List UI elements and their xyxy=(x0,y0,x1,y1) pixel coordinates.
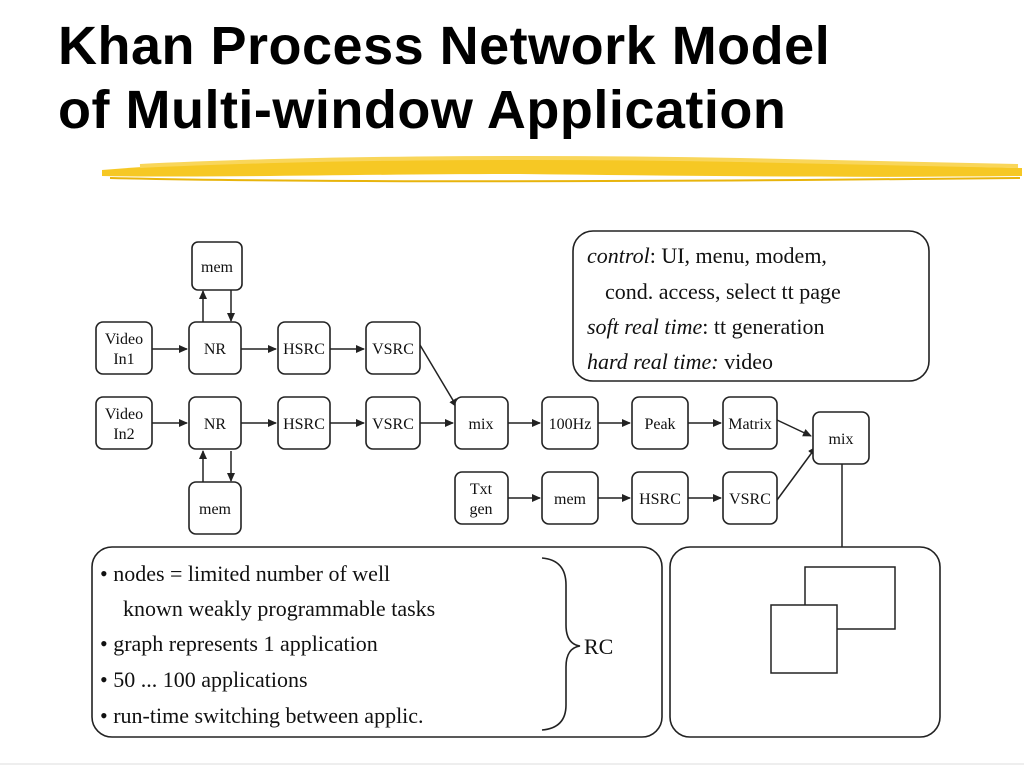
svg-text:Txt: Txt xyxy=(470,481,493,498)
bullet-2: • graph represents 1 application xyxy=(100,631,378,656)
svg-text:In1: In1 xyxy=(113,351,134,368)
legend-box: control: UI, menu, modem, cond. access, … xyxy=(572,230,930,382)
brace-label: RC xyxy=(584,634,613,659)
window-front xyxy=(770,604,838,674)
svg-text:VSRC: VSRC xyxy=(729,491,771,508)
node-mix1: mix xyxy=(454,396,509,450)
node-mem-bottom: mem xyxy=(188,481,242,535)
svg-text:Peak: Peak xyxy=(644,416,675,433)
node-mem-txt: mem xyxy=(541,471,599,525)
node-nr2: NR xyxy=(188,396,242,450)
svg-text:mem: mem xyxy=(199,501,232,518)
svg-text:100Hz: 100Hz xyxy=(549,416,592,433)
edge-matrix-mix2 xyxy=(776,419,812,437)
node-matrix: Matrix xyxy=(722,396,778,450)
svg-text:VSRC: VSRC xyxy=(372,416,414,433)
node-100hz: 100Hz xyxy=(541,396,599,450)
node-nr1: NR xyxy=(188,321,242,375)
svg-text:Video: Video xyxy=(105,406,143,423)
node-video-in2: Video In2 xyxy=(95,396,153,450)
legend-line-2: cond. access, select tt page xyxy=(605,279,841,304)
node-hsrc3: HSRC xyxy=(631,471,689,525)
svg-text:NR: NR xyxy=(204,416,227,433)
svg-text:In2: In2 xyxy=(113,426,134,443)
slide-title: Khan Process Network Model of Multi-wind… xyxy=(58,14,830,142)
svg-text:mem: mem xyxy=(554,491,587,508)
svg-text:Video: Video xyxy=(105,331,143,348)
svg-text:mem: mem xyxy=(201,259,234,276)
svg-text:VSRC: VSRC xyxy=(372,341,414,358)
svg-text:HSRC: HSRC xyxy=(283,341,325,358)
svg-text:NR: NR xyxy=(204,341,227,358)
edge-vsrc1-mix1 xyxy=(419,344,458,408)
node-vsrc1: VSRC xyxy=(365,321,421,375)
node-vsrc3: VSRC xyxy=(722,471,778,525)
svg-text:Matrix: Matrix xyxy=(728,416,772,433)
node-peak: Peak xyxy=(631,396,689,450)
svg-text:HSRC: HSRC xyxy=(283,416,325,433)
svg-text:gen: gen xyxy=(469,501,492,518)
edges xyxy=(152,290,843,547)
node-txt-gen: Txt gen xyxy=(454,471,509,525)
node-mem-top: mem xyxy=(191,241,243,291)
legend-line-1: control: UI, menu, modem, xyxy=(587,243,827,268)
display-box xyxy=(669,546,941,738)
svg-text:HSRC: HSRC xyxy=(639,491,681,508)
node-vsrc2: VSRC xyxy=(365,396,421,450)
legend-line-3: soft real time: tt generation xyxy=(587,314,824,339)
title-line-1: Khan Process Network Model xyxy=(58,16,831,76)
bullet-3: • 50 ... 100 applications xyxy=(100,667,308,692)
edge-vsrc3-mix2 xyxy=(776,446,817,501)
node-mix2: mix xyxy=(812,411,870,465)
node-video-in1: Video In1 xyxy=(95,321,153,375)
legend-line-4: hard real time: video xyxy=(587,349,773,374)
curly-brace xyxy=(541,557,581,731)
bullet-4: • run-time switching between applic. xyxy=(100,703,424,728)
svg-text:mix: mix xyxy=(829,431,854,448)
svg-text:mix: mix xyxy=(469,416,494,433)
bullet-1: • nodes = limited number of well xyxy=(100,561,390,586)
bullet-1-cont: known weakly programmable tasks xyxy=(123,596,435,621)
yellow-highlight-stroke xyxy=(102,156,1022,183)
node-hsrc2: HSRC xyxy=(277,396,331,450)
node-hsrc1: HSRC xyxy=(277,321,331,375)
title-line-2: of Multi-window Application xyxy=(58,80,787,140)
bullets-box: • nodes = limited number of well known w… xyxy=(91,546,663,738)
